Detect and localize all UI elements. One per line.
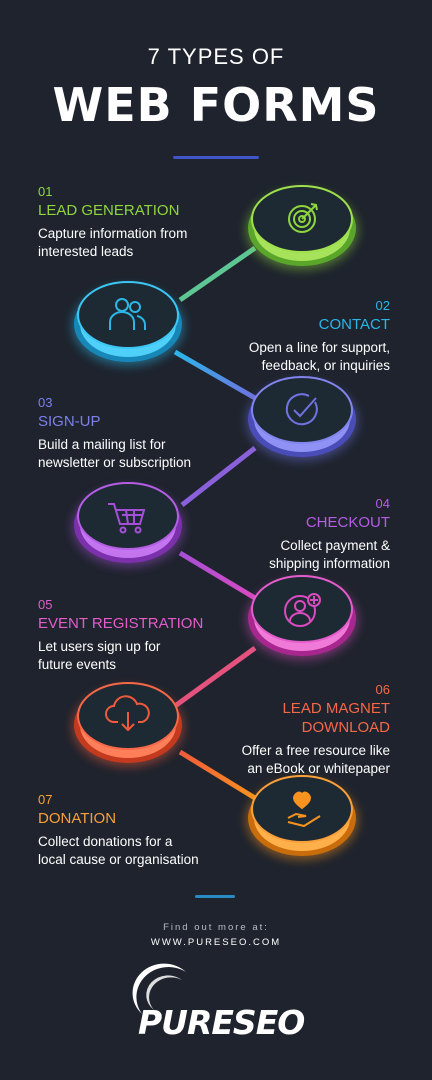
connector-6-7	[178, 749, 257, 801]
disc-sign-up	[246, 376, 358, 461]
item-title: LEAD MAGNET	[282, 700, 390, 717]
disc-contact	[72, 281, 184, 366]
item-number: 04	[375, 496, 390, 511]
item-number: 01	[38, 184, 53, 199]
item-number: 02	[375, 298, 390, 313]
find-out-more-text: Find out more at:	[163, 922, 269, 933]
item-desc-line2: future events	[38, 657, 117, 672]
cart-icon	[108, 503, 146, 534]
item-donation: 07 DONATION Collect donations for a loca…	[38, 792, 258, 869]
disc-donation	[246, 775, 358, 860]
item-number: 03	[38, 395, 53, 410]
item-event-registration: 05 EVENT REGISTRATION Let users sign up …	[38, 597, 258, 674]
connector-3-4	[180, 446, 257, 507]
item-title-line2: DOWNLOAD	[301, 719, 390, 736]
item-desc-line2: an eBook or whitepaper	[247, 761, 390, 776]
item-desc-line2: shipping information	[269, 556, 390, 571]
connector-2-3	[173, 349, 257, 401]
disc-checkout	[72, 482, 184, 567]
add-user-icon	[284, 593, 321, 627]
target-icon	[288, 203, 318, 233]
item-title: SIGN-UP	[38, 413, 101, 430]
item-lead-generation: 01 LEAD GENERATION Capture information f…	[38, 184, 238, 261]
check-circle-icon	[285, 393, 318, 426]
item-desc-line1: Let users sign up for	[38, 639, 161, 654]
title-divider	[173, 156, 259, 159]
website-link[interactable]: WWW.PURESEO.COM	[150, 937, 282, 948]
item-desc-line1: Capture information from	[38, 226, 188, 241]
item-title: LEAD GENERATION	[38, 202, 180, 219]
item-lead-magnet-download: 06 LEAD MAGNET DOWNLOAD Offer a free res…	[170, 682, 390, 778]
item-title: DONATION	[38, 810, 117, 827]
item-number: 06	[375, 682, 390, 697]
item-title: CONTACT	[318, 316, 390, 333]
connector-4-5	[178, 550, 257, 601]
item-title: CHECKOUT	[305, 514, 390, 531]
item-desc-line1: Open a line for support,	[248, 340, 390, 355]
item-number: 05	[38, 597, 53, 612]
item-desc-line2: newsletter or subscription	[38, 455, 192, 470]
item-desc-line1: Build a mailing list for	[38, 437, 166, 452]
item-contact: 02 CONTACT Open a line for support, feed…	[170, 298, 390, 375]
connector-1-2	[178, 245, 257, 303]
item-sign-up: 03 SIGN-UP Build a mailing list for news…	[38, 395, 238, 472]
item-desc-line1: Collect donations for a	[38, 834, 173, 849]
pureseo-logo: PURESEO	[138, 1003, 305, 1042]
connector-5-6	[173, 645, 257, 709]
footer-divider	[195, 895, 235, 898]
users-icon	[109, 298, 147, 330]
cloud-download-icon	[105, 695, 150, 732]
heart-hand-icon	[287, 791, 321, 828]
item-desc-line2: local cause or organisation	[38, 852, 199, 867]
item-desc-line2: interested leads	[38, 244, 134, 259]
subtitle: 7 TYPES OF	[147, 44, 285, 69]
item-desc-line2: feedback, or inquiries	[261, 358, 390, 373]
item-title: EVENT REGISTRATION	[38, 615, 204, 632]
item-checkout: 04 CHECKOUT Collect payment & shipping i…	[170, 496, 390, 573]
item-desc-line1: Collect payment &	[280, 538, 390, 553]
pureseo-swoosh	[132, 963, 186, 1014]
disc-event-registration	[246, 575, 358, 660]
item-number: 07	[38, 792, 53, 807]
item-desc-line1: Offer a free resource like	[241, 743, 390, 758]
page-title: WEB FORMS	[52, 78, 380, 132]
